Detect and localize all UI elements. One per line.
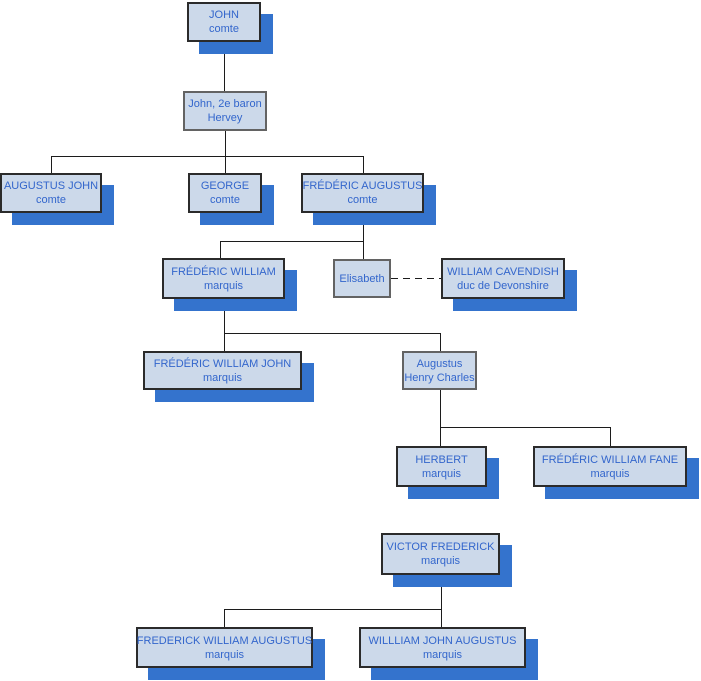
node-title: comte bbox=[347, 194, 378, 206]
node-title: duc de Devonshire bbox=[457, 279, 549, 292]
node-frederick-william-augustus[interactable]: FREDERICK WILLIAM AUGUSTUS marquis bbox=[136, 627, 313, 668]
node-willliam-john-augustus[interactable]: WILLLIAM JOHN AUGUSTUS marquis bbox=[359, 627, 526, 668]
node-name: John, 2e baron bbox=[188, 98, 262, 110]
node-william-cavendish[interactable]: WILLIAM CAVENDISH duc de Devonshire bbox=[441, 258, 565, 299]
node-name: GEORGE bbox=[200, 180, 250, 192]
node-name: HERBERT bbox=[415, 453, 468, 466]
node-name: AUGUSTUS JOHN bbox=[3, 180, 99, 192]
node-title: comte bbox=[209, 23, 239, 35]
node-title: marquis bbox=[203, 279, 244, 292]
connector-row7-horizontal bbox=[224, 609, 442, 610]
node-title: Henry Charles bbox=[404, 371, 475, 384]
node-name: VICTOR FREDERICK bbox=[386, 541, 495, 553]
node-title: comte bbox=[210, 194, 240, 206]
node-john[interactable]: JOHN comte bbox=[187, 2, 261, 42]
node-name: FRÉDÉRIC AUGUSTUS bbox=[302, 180, 423, 192]
node-title: comte bbox=[36, 194, 66, 206]
connector-frederic-augustus-down bbox=[363, 213, 364, 259]
node-elisabeth[interactable]: Elisabeth bbox=[333, 259, 391, 298]
connector-victor-down bbox=[441, 575, 442, 627]
node-title: marquis bbox=[420, 555, 461, 567]
node-victor-frederick[interactable]: VICTOR FREDERICK marquis bbox=[381, 533, 500, 575]
node-title: marquis bbox=[204, 648, 245, 661]
marriage-dashed-line bbox=[391, 278, 441, 279]
connector-drop-george bbox=[225, 156, 226, 173]
node-name: Elisabeth bbox=[339, 272, 385, 285]
node-augustus-henry-charles[interactable]: Augustus Henry Charles bbox=[402, 351, 477, 390]
node-frederic-william[interactable]: FRÉDÉRIC WILLIAM marquis bbox=[162, 258, 285, 299]
node-name: FREDERICK WILLIAM AUGUSTUS bbox=[136, 634, 313, 647]
connector-row2-horizontal bbox=[51, 156, 364, 157]
connector-row3-horizontal bbox=[220, 241, 364, 242]
node-title: Hervey bbox=[207, 112, 243, 124]
connector-drop-augustus-henry bbox=[440, 333, 441, 351]
connector-drop-augustus-john bbox=[51, 156, 52, 173]
node-augustus-john[interactable]: AUGUSTUS JOHN comte bbox=[0, 173, 102, 213]
node-name: FRÉDÉRIC WILLIAM JOHN bbox=[153, 357, 292, 370]
connector-drop-frederic-william bbox=[220, 241, 221, 258]
node-herbert[interactable]: HERBERT marquis bbox=[396, 446, 487, 487]
connector-row4-horizontal bbox=[224, 333, 441, 334]
node-george[interactable]: GEORGE comte bbox=[188, 173, 262, 213]
connector-drop-fane bbox=[610, 427, 611, 446]
connector-drop-frederick-william-augustus bbox=[224, 609, 225, 627]
connector-frederic-william-down bbox=[224, 299, 225, 351]
node-title: marquis bbox=[421, 467, 462, 480]
node-title: marquis bbox=[422, 648, 463, 661]
node-name: FRÉDÉRIC WILLIAM FANE bbox=[541, 453, 679, 466]
connector-hervey-down bbox=[225, 131, 226, 156]
connector-row5-horizontal bbox=[440, 427, 611, 428]
node-title: marquis bbox=[590, 467, 630, 480]
connector-drop-frederic-augustus bbox=[363, 156, 364, 173]
node-frederic-william-john[interactable]: FRÉDÉRIC WILLIAM JOHN marquis bbox=[143, 351, 302, 390]
node-title: marquis bbox=[202, 371, 243, 384]
connector-john-hervey bbox=[224, 42, 225, 91]
node-john-2e-baron-hervey[interactable]: John, 2e baron Hervey bbox=[183, 91, 267, 131]
node-name: FRÉDÉRIC WILLIAM bbox=[171, 265, 276, 278]
node-name: WILLLIAM JOHN AUGUSTUS bbox=[368, 634, 517, 647]
node-name: Augustus bbox=[416, 357, 463, 370]
node-name: WILLIAM CAVENDISH bbox=[447, 265, 559, 278]
connector-augustus-henry-down bbox=[440, 390, 441, 446]
node-name: JOHN bbox=[209, 9, 239, 21]
node-frederic-william-fane[interactable]: FRÉDÉRIC WILLIAM FANE marquis bbox=[533, 446, 687, 487]
node-frederic-augustus[interactable]: FRÉDÉRIC AUGUSTUS comte bbox=[301, 173, 424, 213]
